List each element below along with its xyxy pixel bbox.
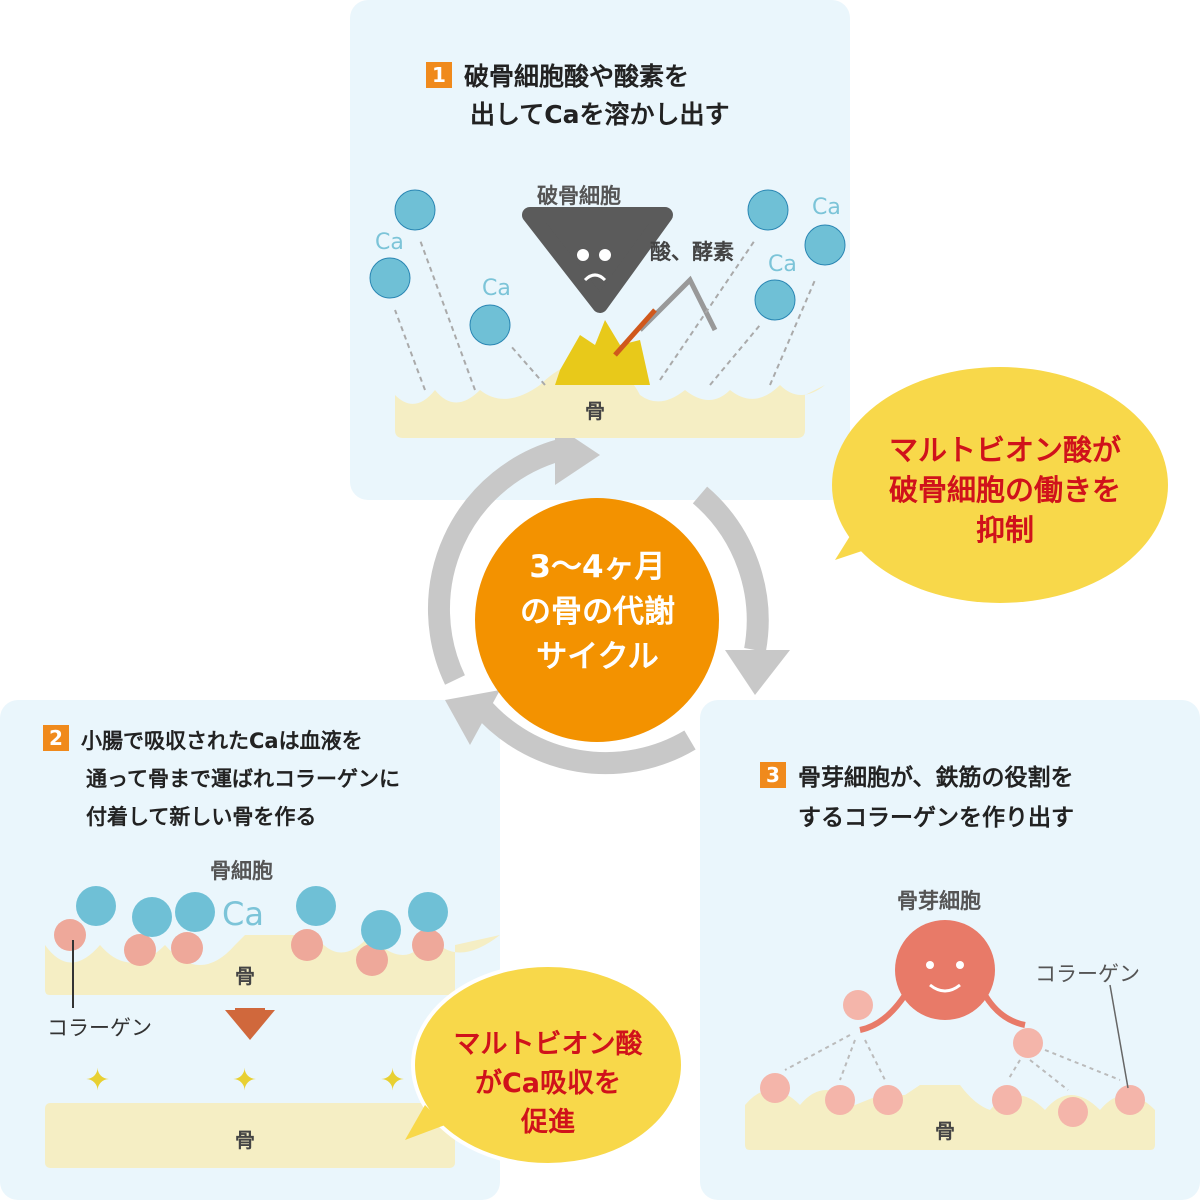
- collagen-label: コラーゲン: [1035, 962, 1140, 986]
- step3-title: 3 骨芽細胞が、鉄筋の役割を するコラーゲンを作り出す: [760, 758, 1074, 838]
- step2-line3: 付着して新しい骨を作る: [86, 805, 317, 829]
- bone-label: 骨: [935, 1119, 955, 1143]
- cycle-arrows-icon: [427, 439, 769, 775]
- step1-line2: 出してCaを溶かし出す: [470, 100, 730, 129]
- bone-label: 骨: [585, 399, 605, 423]
- center-circle: [475, 498, 719, 742]
- svg-text:✦: ✦: [85, 1063, 110, 1098]
- center-line1: 3〜4ヶ月: [529, 549, 666, 585]
- bone-label: 骨: [235, 1128, 255, 1152]
- bubble1-line3: 抑制: [975, 513, 1034, 547]
- ca-label: Ca: [768, 252, 797, 277]
- acid-enzyme-label: 酸、酵素: [650, 240, 734, 264]
- cycle-center-text: 3〜4ヶ月 の骨の代謝 サイクル: [475, 545, 720, 680]
- step3-line1: 骨芽細胞が、鉄筋の役割を: [798, 765, 1074, 791]
- step1-number-badge: 1: [426, 62, 452, 88]
- step3-line2: するコラーゲンを作り出す: [798, 805, 1074, 831]
- bubble1-text: マルトビオン酸が 破骨細胞の働きを 抑制: [845, 430, 1165, 550]
- bubble2-text: マルトビオン酸 がCa吸収を 促進: [418, 1025, 678, 1142]
- bone-label: 骨: [235, 964, 255, 988]
- step1-line1: 破骨細胞酸や酸素を: [464, 62, 690, 91]
- step2-number-badge: 2: [43, 725, 69, 751]
- bone-cell-label: 骨細胞: [210, 859, 273, 883]
- ca-label: Ca: [482, 276, 511, 301]
- step1-title: 1 破骨細胞酸や酸素を 出してCaを溶かし出す: [426, 58, 729, 134]
- speech-bubble-2: [411, 963, 685, 1167]
- svg-text:✦: ✦: [232, 1063, 257, 1098]
- bubble2-line3: 促進: [521, 1107, 575, 1138]
- ca-label: Ca: [812, 195, 841, 220]
- step2-title: 2 小腸で吸収されたCaは血液を 通って骨まで運ばれコラーゲンに 付着して新しい骨…: [43, 722, 400, 836]
- center-line3: サイクル: [536, 639, 659, 675]
- bubble2-line2: がCa吸収を: [474, 1068, 622, 1099]
- bubble1-line1: マルトビオン酸が: [888, 433, 1121, 467]
- step2-line2: 通って骨まで運ばれコラーゲンに: [86, 767, 400, 791]
- speech-bubble-1: [832, 367, 1168, 603]
- osteoblast-label: 骨芽細胞: [897, 889, 981, 913]
- bubble1-line2: 破骨細胞の働きを: [888, 473, 1121, 507]
- collagen-label: コラーゲン: [47, 1016, 152, 1040]
- step2-line1: 小腸で吸収されたCaは血液を: [81, 729, 363, 753]
- center-line2: の骨の代謝: [520, 594, 675, 630]
- ca-label: Ca: [222, 895, 264, 933]
- svg-text:✦: ✦: [380, 1063, 405, 1098]
- step3-number-badge: 3: [760, 762, 786, 788]
- bubble2-line1: マルトビオン酸: [453, 1029, 643, 1060]
- ca-label: Ca: [375, 230, 404, 255]
- osteoclast-label: 破骨細胞: [537, 184, 621, 208]
